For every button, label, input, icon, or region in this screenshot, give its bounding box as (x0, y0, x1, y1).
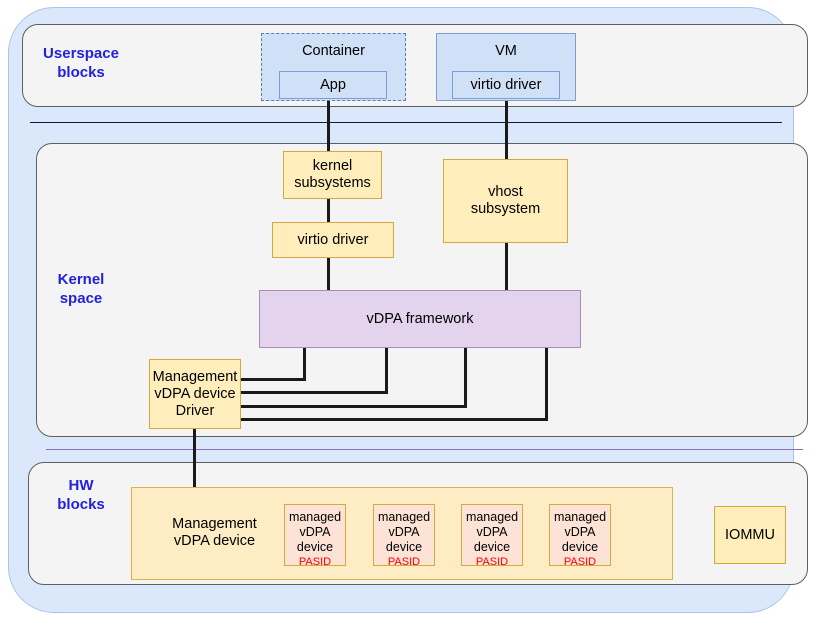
managed-vdpa-device-pasid-tag: PASID (563, 556, 597, 568)
managed-vdpa-device-pasid-tag: PASID (298, 556, 332, 568)
managed-vdpa-device-line2: vDPA (388, 525, 420, 539)
block-vm-virtio-driver[interactable]: virtio driver (452, 71, 560, 99)
managed-vdpa-device-line3: device (296, 540, 334, 554)
block-kernel-subsystems-line2: subsystems (294, 175, 371, 191)
block-kernel-subsystems[interactable]: kernel subsystems (283, 151, 382, 199)
section-label-hw: HW blocks (26, 476, 136, 514)
block-vhost-subsystem-label: vhost subsystem (471, 184, 540, 218)
managed-vdpa-device-line2: vDPA (476, 525, 508, 539)
block-container-label: Container (302, 43, 365, 59)
block-management-vdpa-device-driver-line3: Driver (175, 402, 215, 419)
block-app-label: App (320, 76, 346, 93)
connector-vdpa-to-mgmt-driver-2-horizontal (239, 391, 388, 394)
block-vm-virtio-driver-label: virtio driver (470, 76, 542, 93)
connector-mgmt-driver-to-mgmt-device (193, 427, 196, 513)
block-management-vdpa-device-line1: Management (172, 516, 257, 532)
divider-kernel-hw (46, 449, 803, 450)
managed-vdpa-device-line1: managed (465, 510, 519, 524)
managed-vdpa-device-line2: vDPA (299, 525, 331, 539)
block-kernel-virtio-driver-label: virtio driver (297, 231, 369, 248)
block-vm-label: VM (495, 43, 517, 59)
block-managed-vdpa-device[interactable]: managed vDPA device PASID (284, 504, 346, 568)
block-vdpa-framework[interactable]: vDPA framework (259, 290, 581, 348)
block-kernel-subsystems-label: kernel subsystems (294, 158, 371, 192)
managed-vdpa-device-line1: managed (377, 510, 431, 524)
connector-kernel-subsystems-to-virtio-driver (327, 197, 330, 224)
managed-vdpa-device-line1: managed (288, 510, 342, 524)
connector-vdpa-to-mgmt-driver-4-vertical (545, 346, 548, 421)
connector-app-to-kernel-subsystems (327, 99, 330, 153)
block-app[interactable]: App (279, 71, 387, 99)
block-managed-vdpa-device[interactable]: managed vDPA device PASID (461, 504, 523, 568)
block-vhost-subsystem[interactable]: vhost subsystem (443, 159, 568, 243)
managed-vdpa-device-line2: vDPA (564, 525, 596, 539)
block-kernel-subsystems-line1: kernel (312, 158, 353, 174)
connector-vdpa-to-mgmt-driver-3-vertical (464, 346, 467, 408)
section-label-hw-line2: blocks (57, 496, 105, 513)
managed-vdpa-device-line3: device (473, 540, 511, 554)
section-label-hw-line1: HW (68, 477, 94, 494)
connector-vdpa-to-mgmt-driver-1-vertical (303, 346, 306, 381)
connector-virtio-driver-to-vdpa-framework (327, 256, 330, 292)
connector-vdpa-to-mgmt-driver-1-horizontal (239, 378, 306, 381)
managed-vdpa-device-line3: device (561, 540, 599, 554)
connector-vm-virtio-to-vhost (505, 99, 508, 161)
block-managed-vdpa-device[interactable]: managed vDPA device PASID (373, 504, 435, 568)
section-label-kernel-line2: space (59, 290, 103, 307)
section-userspace (22, 24, 808, 107)
managed-vdpa-device-line1: managed (553, 510, 607, 524)
section-label-userspace: Userspace blocks (26, 44, 136, 82)
block-vhost-subsystem-line1: vhost (488, 184, 523, 200)
connector-vdpa-to-mgmt-driver-4-horizontal (239, 418, 548, 421)
section-label-userspace-line2: blocks (57, 64, 105, 81)
divider-userspace-kernel (30, 122, 782, 123)
block-iommu[interactable]: IOMMU (714, 506, 786, 564)
block-management-vdpa-device-driver-line2: vDPA device (154, 385, 236, 402)
managed-vdpa-device-line3: device (385, 540, 423, 554)
managed-vdpa-device-pasid-tag: PASID (387, 556, 421, 568)
connector-vhost-to-vdpa-framework (505, 241, 508, 292)
block-management-vdpa-device-label: Management vDPA device (172, 516, 257, 550)
block-managed-vdpa-device[interactable]: managed vDPA device PASID (549, 504, 611, 568)
block-management-vdpa-device-driver[interactable]: Management vDPA device Driver (149, 359, 241, 429)
block-management-vdpa-device[interactable]: Management vDPA device (152, 512, 277, 554)
section-label-kernel-line1: Kernel (57, 271, 105, 288)
section-label-userspace-line1: Userspace (43, 45, 119, 62)
connector-vdpa-to-mgmt-driver-2-vertical (385, 346, 388, 394)
block-vhost-subsystem-line2: subsystem (470, 201, 541, 217)
block-vdpa-framework-label: vDPA framework (366, 310, 474, 327)
block-iommu-label: IOMMU (725, 526, 775, 543)
section-label-kernel: Kernel space (26, 270, 136, 308)
managed-vdpa-device-pasid-tag: PASID (475, 556, 509, 568)
block-kernel-virtio-driver[interactable]: virtio driver (272, 222, 394, 258)
block-management-vdpa-device-line2: vDPA device (173, 533, 256, 549)
connector-vdpa-to-mgmt-driver-3-horizontal (239, 405, 467, 408)
block-management-vdpa-device-driver-line1: Management (152, 368, 238, 385)
